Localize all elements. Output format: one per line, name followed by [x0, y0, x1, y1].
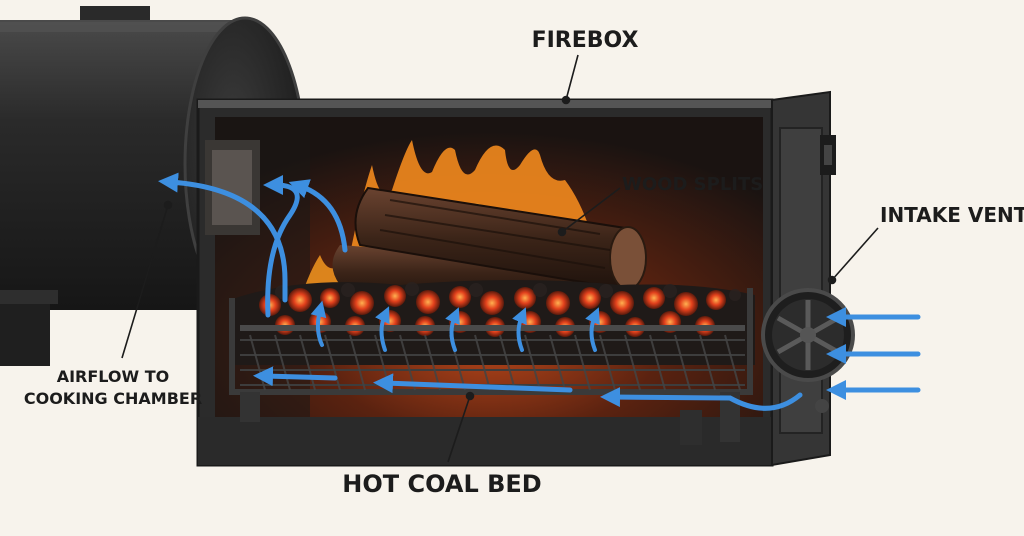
airflow-leader	[121, 204, 169, 359]
coal-bed	[230, 280, 755, 365]
coal-basket	[229, 288, 753, 445]
airflow-arrows	[158, 172, 921, 411]
coal-bed-label: HOT COAL BED	[342, 470, 541, 498]
rise-arrow-3	[288, 179, 348, 253]
chamber-opening	[205, 140, 260, 235]
airflow-label-line2: COOKING CHAMBER	[24, 389, 202, 408]
underflow-arrow-1	[600, 387, 803, 411]
updraft-arrow-2	[375, 306, 390, 352]
leader-lines	[121, 54, 879, 463]
rise-arrow-2	[158, 172, 288, 303]
wood-splits-label: WOOD SPLITS	[622, 174, 763, 195]
intake-vent-label: INTAKE VENT	[880, 203, 1024, 227]
underflow-arrow-2	[373, 373, 573, 394]
updraft-arrow-1	[310, 300, 327, 347]
door-hinge-icon	[820, 135, 836, 175]
underflow-arrow-3	[253, 366, 338, 387]
updraft-arrow-3	[445, 307, 460, 352]
updraft-arrow-4	[512, 307, 527, 352]
firebox-leader	[565, 54, 579, 101]
wood-splits-leader	[561, 187, 621, 233]
airflow-label-line1: AIRFLOW TO	[57, 367, 170, 386]
intake-vent-leader	[831, 227, 879, 281]
firebox-label: FIREBOX	[532, 28, 639, 53]
coal-bed-leader	[447, 395, 471, 463]
updraft-arrow-5	[585, 307, 600, 352]
